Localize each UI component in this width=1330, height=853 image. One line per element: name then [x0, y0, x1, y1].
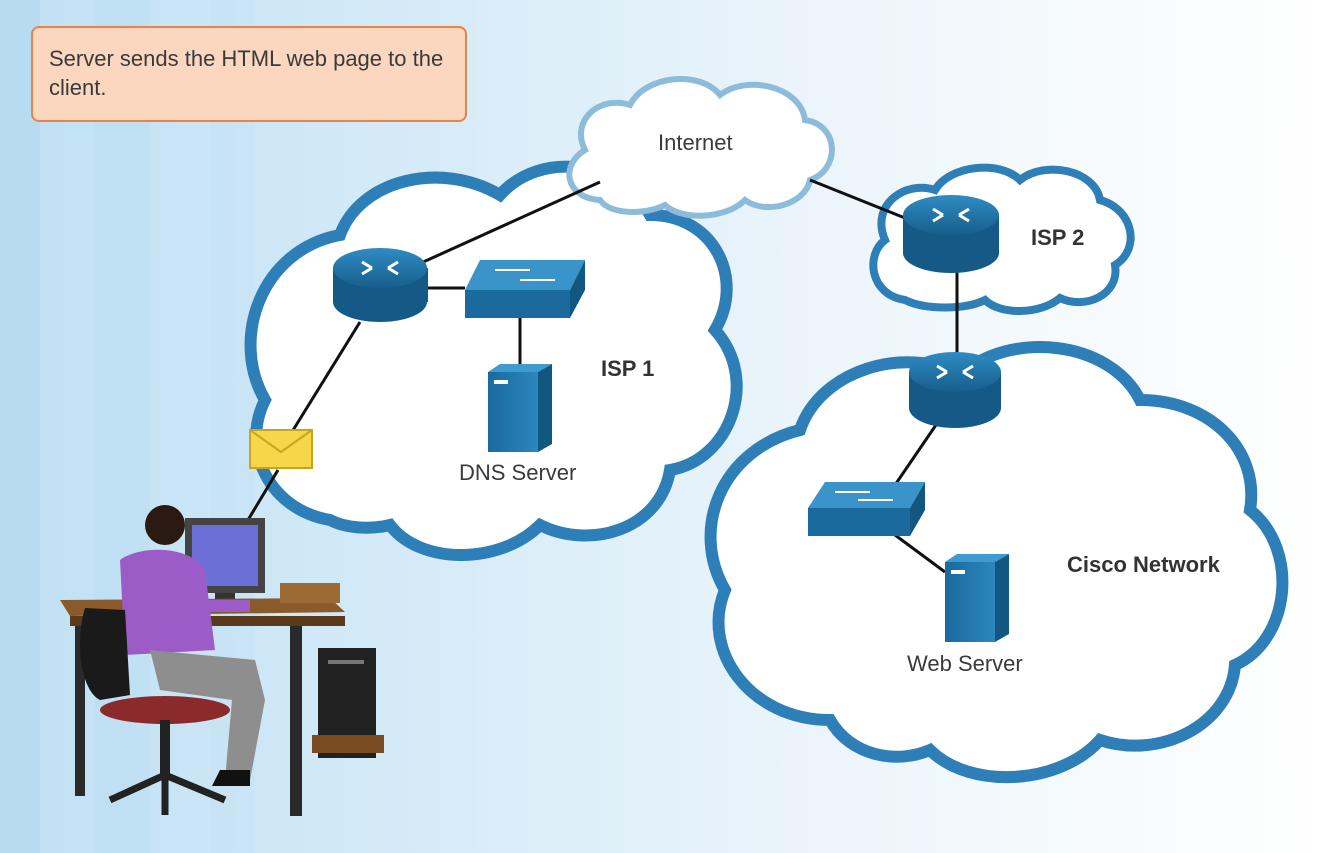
router-cisco-icon	[909, 352, 1001, 428]
dns-server-icon	[488, 364, 552, 452]
router-isp1-icon	[333, 248, 428, 322]
label-dns-server: DNS Server	[459, 460, 577, 485]
callout-text: Server sends the HTML web page to the cl…	[49, 46, 444, 100]
switch-isp1-icon	[465, 260, 585, 318]
label-web-server: Web Server	[907, 651, 1023, 676]
client-workstation-illustration	[60, 505, 384, 816]
label-isp1: ISP 1	[601, 356, 655, 381]
cloud-internet	[566, 76, 835, 219]
background-stripes	[0, 0, 255, 853]
callout-box: Server sends the HTML web page to the cl…	[31, 26, 467, 122]
switch-cisco-icon	[808, 482, 925, 536]
label-internet: Internet	[658, 130, 733, 155]
network-links	[246, 178, 959, 574]
cloud-isp1	[244, 160, 743, 561]
label-cisco-network: Cisco Network	[1067, 552, 1220, 577]
router-isp2-icon	[903, 195, 999, 273]
web-server-icon	[945, 554, 1009, 642]
label-isp2: ISP 2	[1031, 225, 1085, 250]
envelope-icon	[249, 429, 313, 469]
